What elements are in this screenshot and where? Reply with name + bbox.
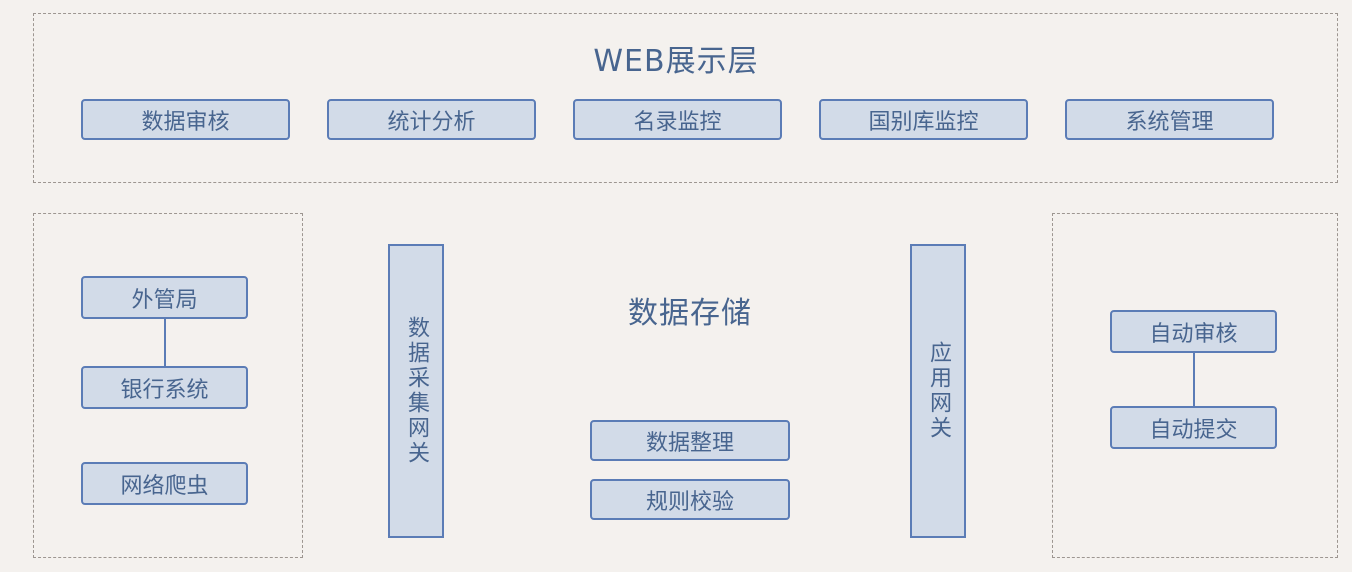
node-bank-system[interactable]: 银行系统 (81, 366, 248, 409)
node-data-cleaning[interactable]: 数据整理 (590, 420, 790, 461)
zone-data-sources (33, 213, 303, 558)
connector-auto-review-to-submit (1193, 352, 1195, 407)
node-rule-validation[interactable]: 规则校验 (590, 479, 790, 520)
connector-safe-to-bank (164, 318, 166, 367)
zone-automation (1052, 213, 1338, 558)
gateway-application-label: 应用网关 (926, 341, 951, 441)
node-safe-bureau[interactable]: 外管局 (81, 276, 248, 319)
gateway-data-collection-label: 数据采集网关 (404, 316, 429, 466)
node-auto-review[interactable]: 自动审核 (1110, 310, 1277, 353)
node-web-crawler[interactable]: 网络爬虫 (81, 462, 248, 505)
gateway-application[interactable]: 应用网关 (910, 244, 966, 538)
nav-button-data-review[interactable]: 数据审核 (81, 99, 290, 140)
nav-button-system-management[interactable]: 系统管理 (1065, 99, 1274, 140)
zone-web-layer (33, 13, 1338, 183)
gateway-data-collection[interactable]: 数据采集网关 (388, 244, 444, 538)
nav-button-directory-monitor[interactable]: 名录监控 (573, 99, 782, 140)
storage-layer-title: 数据存储 (628, 296, 752, 331)
web-layer-title: WEB展示层 (593, 44, 759, 79)
nav-button-statistics[interactable]: 统计分析 (327, 99, 536, 140)
nav-button-country-library-monitor[interactable]: 国别库监控 (819, 99, 1028, 140)
node-auto-submit[interactable]: 自动提交 (1110, 406, 1277, 449)
